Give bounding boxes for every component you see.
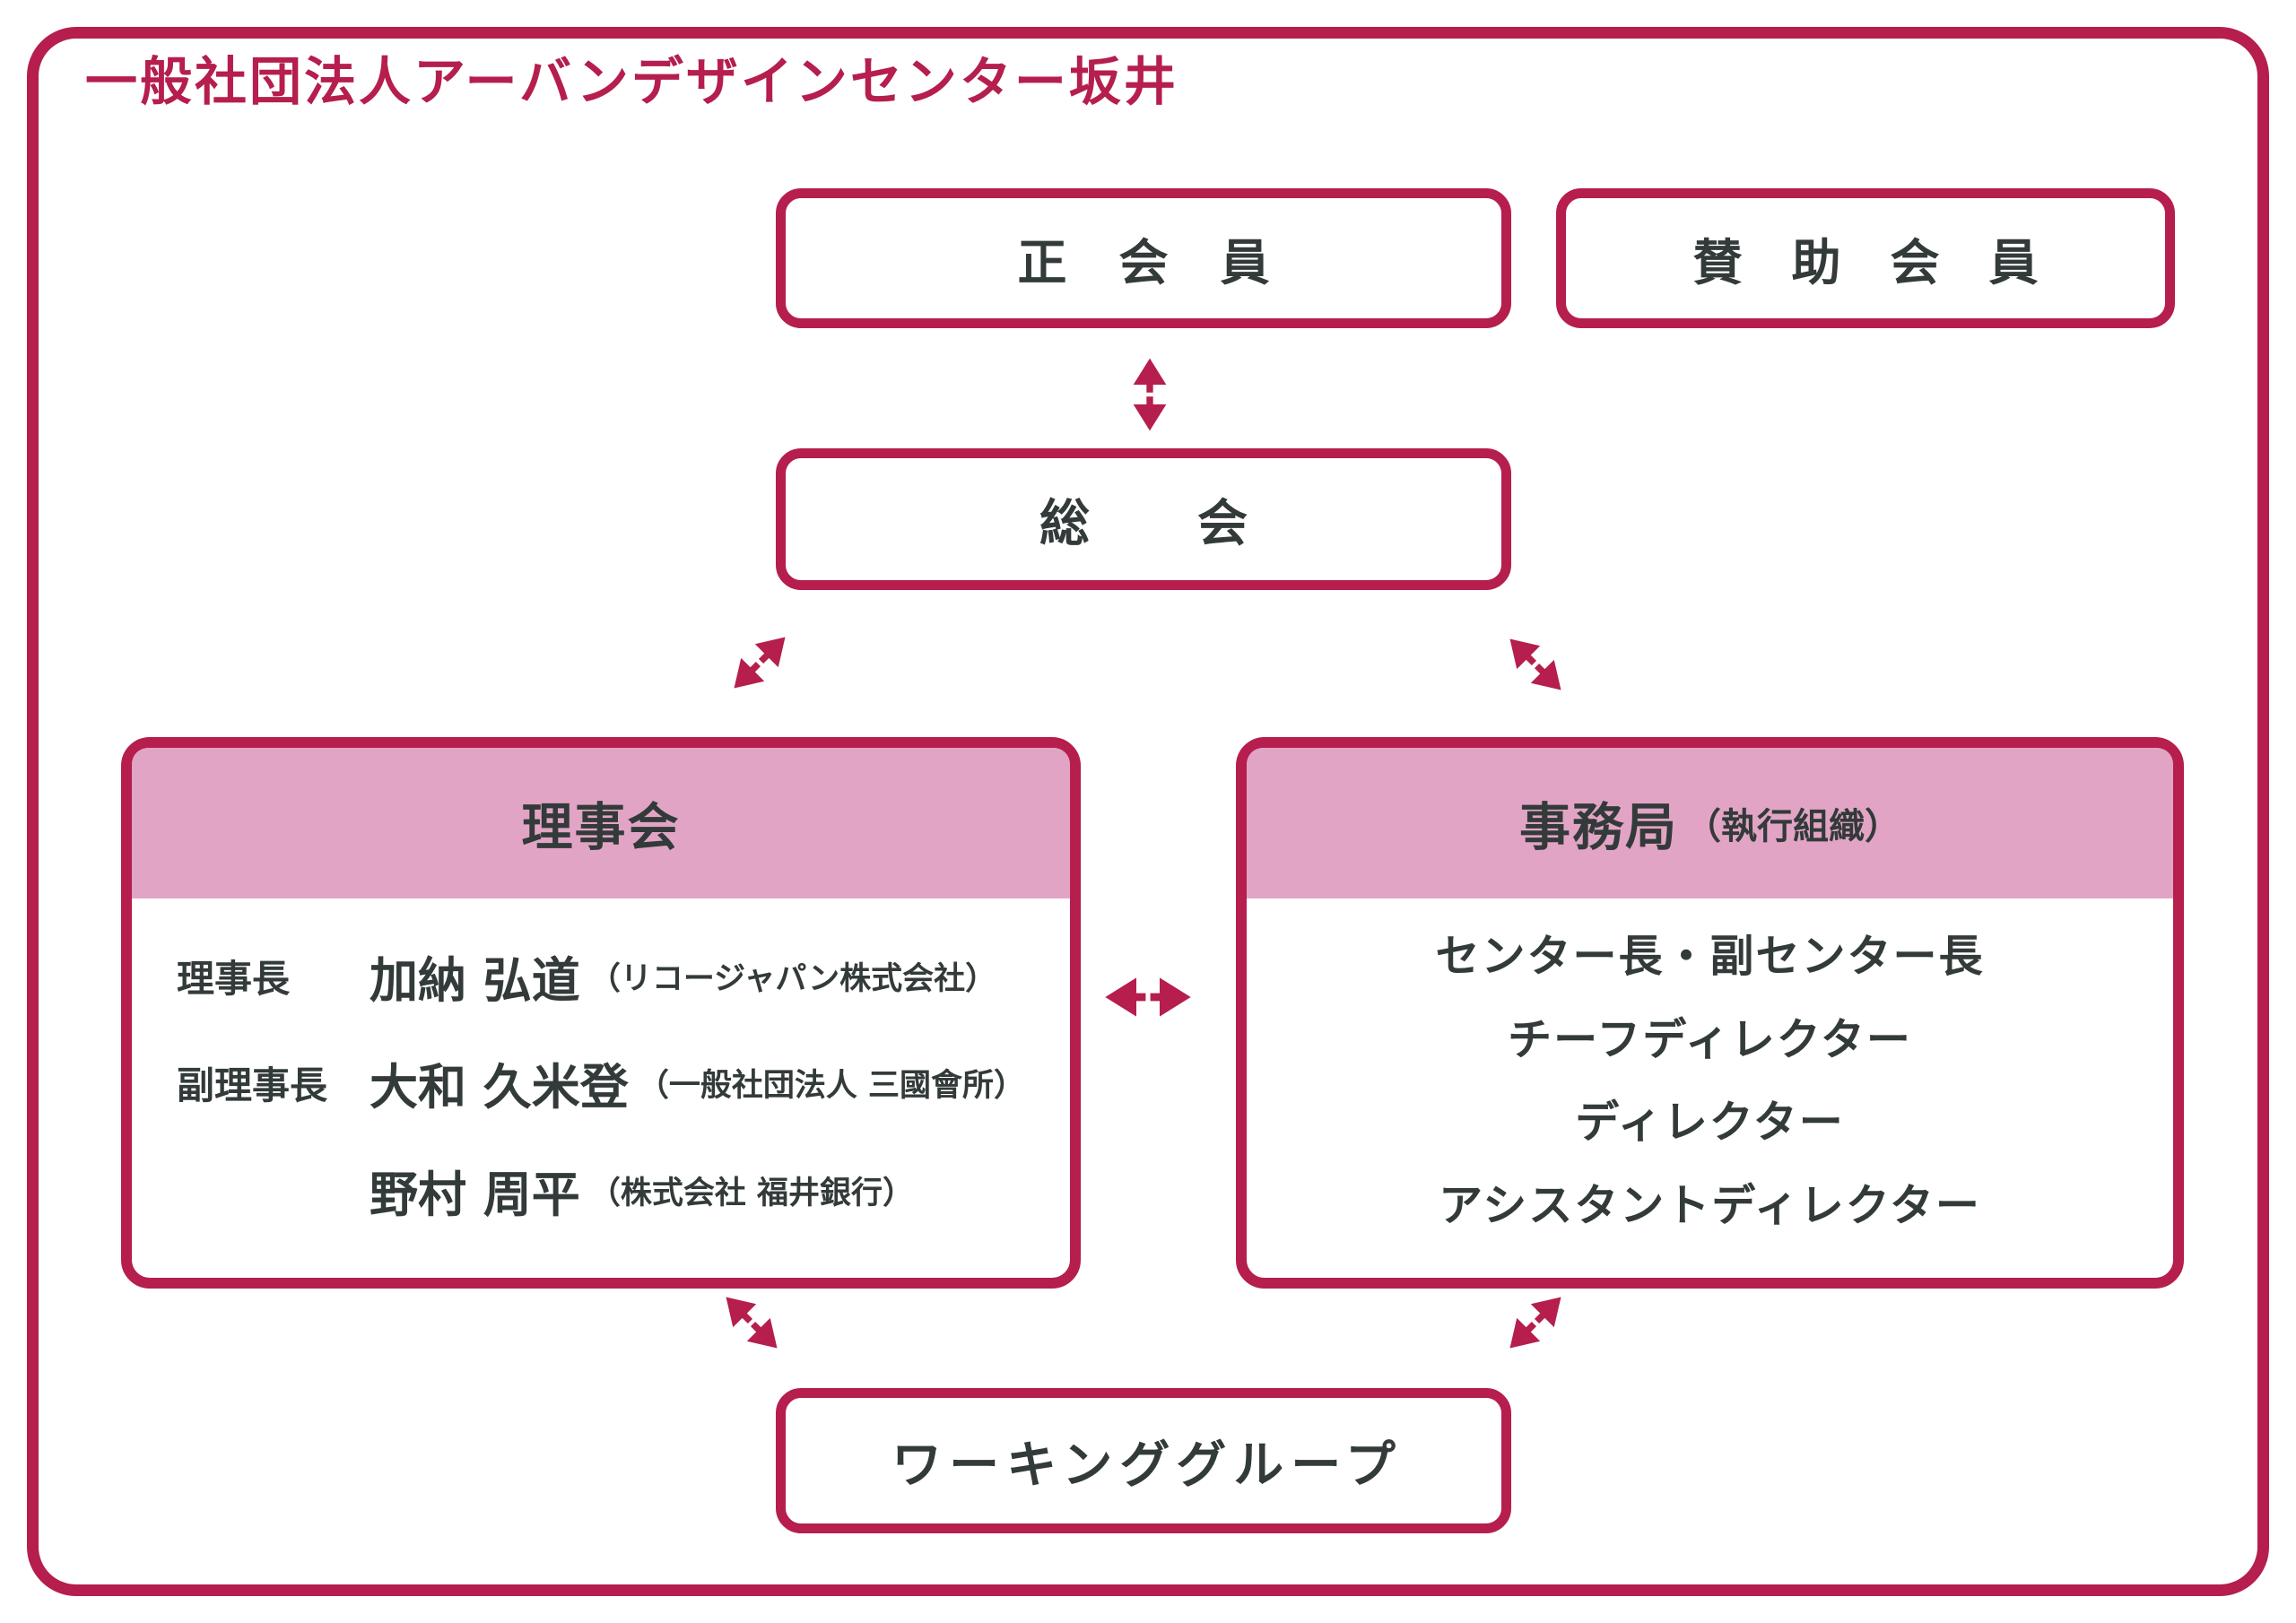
board-title: 理事会: [521, 798, 681, 857]
diagonal-double-arrow-assembly-secretariat-icon: [1494, 623, 1577, 706]
board-member-name: 大和 久米登: [370, 1059, 629, 1115]
general-assembly-label: 総会: [1039, 494, 1355, 553]
board-member-name: 加納 弘道: [370, 951, 580, 1009]
supporting-member-label: 賛助会員: [1692, 234, 2088, 291]
board-member-row: 副理事長 大和 久米登 （一般社団法人 三國會所）: [177, 1047, 1052, 1118]
secretariat-title-note: （執行組織）: [1685, 806, 1900, 847]
horizontal-double-arrow-board-secretariat-icon: [1103, 974, 1193, 1020]
regular-member-box: 正会員: [776, 188, 1511, 328]
secretariat-position: アシスタントディレクター: [1439, 1179, 1981, 1231]
page-title: 一般社団法人アーバンデザインセンター坂井: [85, 51, 1178, 112]
board-member-affiliation: （一般社団法人 三國會所）: [637, 1068, 1025, 1104]
supporting-member-box: 賛助会員: [1556, 188, 2175, 328]
general-assembly-box: 総会: [776, 448, 1511, 590]
board-member-affiliation: （リコージャパン株式会社）: [588, 960, 997, 997]
diagonal-double-arrow-board-workinggroup-icon: [710, 1281, 793, 1364]
diagonal-double-arrow-assembly-board-icon: [718, 621, 801, 704]
board-member-role: 副理事長: [177, 1063, 328, 1107]
regular-member-label: 正会員: [1017, 234, 1322, 291]
secretariat-position-list: センター長・副センター長 チーフディレクター ディレクター アシスタントディレク…: [1247, 898, 2173, 1278]
secretariat-title: 事務局: [1519, 798, 1678, 857]
working-group-label: ワーキンググループ: [891, 1436, 1403, 1495]
diagonal-double-arrow-secretariat-workinggroup-icon: [1494, 1281, 1577, 1364]
board-box: 理事会 理事長 加納 弘道 （リコージャパン株式会社） 副理事長 大和 久米登 …: [121, 737, 1081, 1289]
board-member-name: 野村 周平: [370, 1166, 580, 1223]
vertical-double-arrow-icon: [1130, 344, 1170, 445]
board-member-list: 理事長 加納 弘道 （リコージャパン株式会社） 副理事長 大和 久米登 （一般社…: [132, 898, 1070, 1278]
secretariat-position: チーフディレクター: [1508, 1013, 1912, 1065]
working-group-box: ワーキンググループ: [776, 1388, 1511, 1533]
secretariat-header: 事務局 （執行組織）: [1247, 748, 2173, 898]
secretariat-position: ディレクター: [1575, 1097, 1845, 1149]
secretariat-box: 事務局 （執行組織） センター長・副センター長 チーフディレクター ディレクター…: [1236, 737, 2184, 1289]
board-member-row: 野村 周平 （株式会社 福井銀行）: [177, 1155, 1052, 1226]
board-member-affiliation: （株式会社 福井銀行）: [588, 1175, 914, 1211]
secretariat-position: センター長・副センター長: [1435, 931, 1985, 983]
outer-frame: [27, 27, 2269, 1596]
board-member-row: 理事長 加納 弘道 （リコージャパン株式会社）: [177, 941, 1052, 1011]
board-member-role: 理事長: [177, 956, 291, 1001]
board-header: 理事会: [132, 748, 1070, 898]
